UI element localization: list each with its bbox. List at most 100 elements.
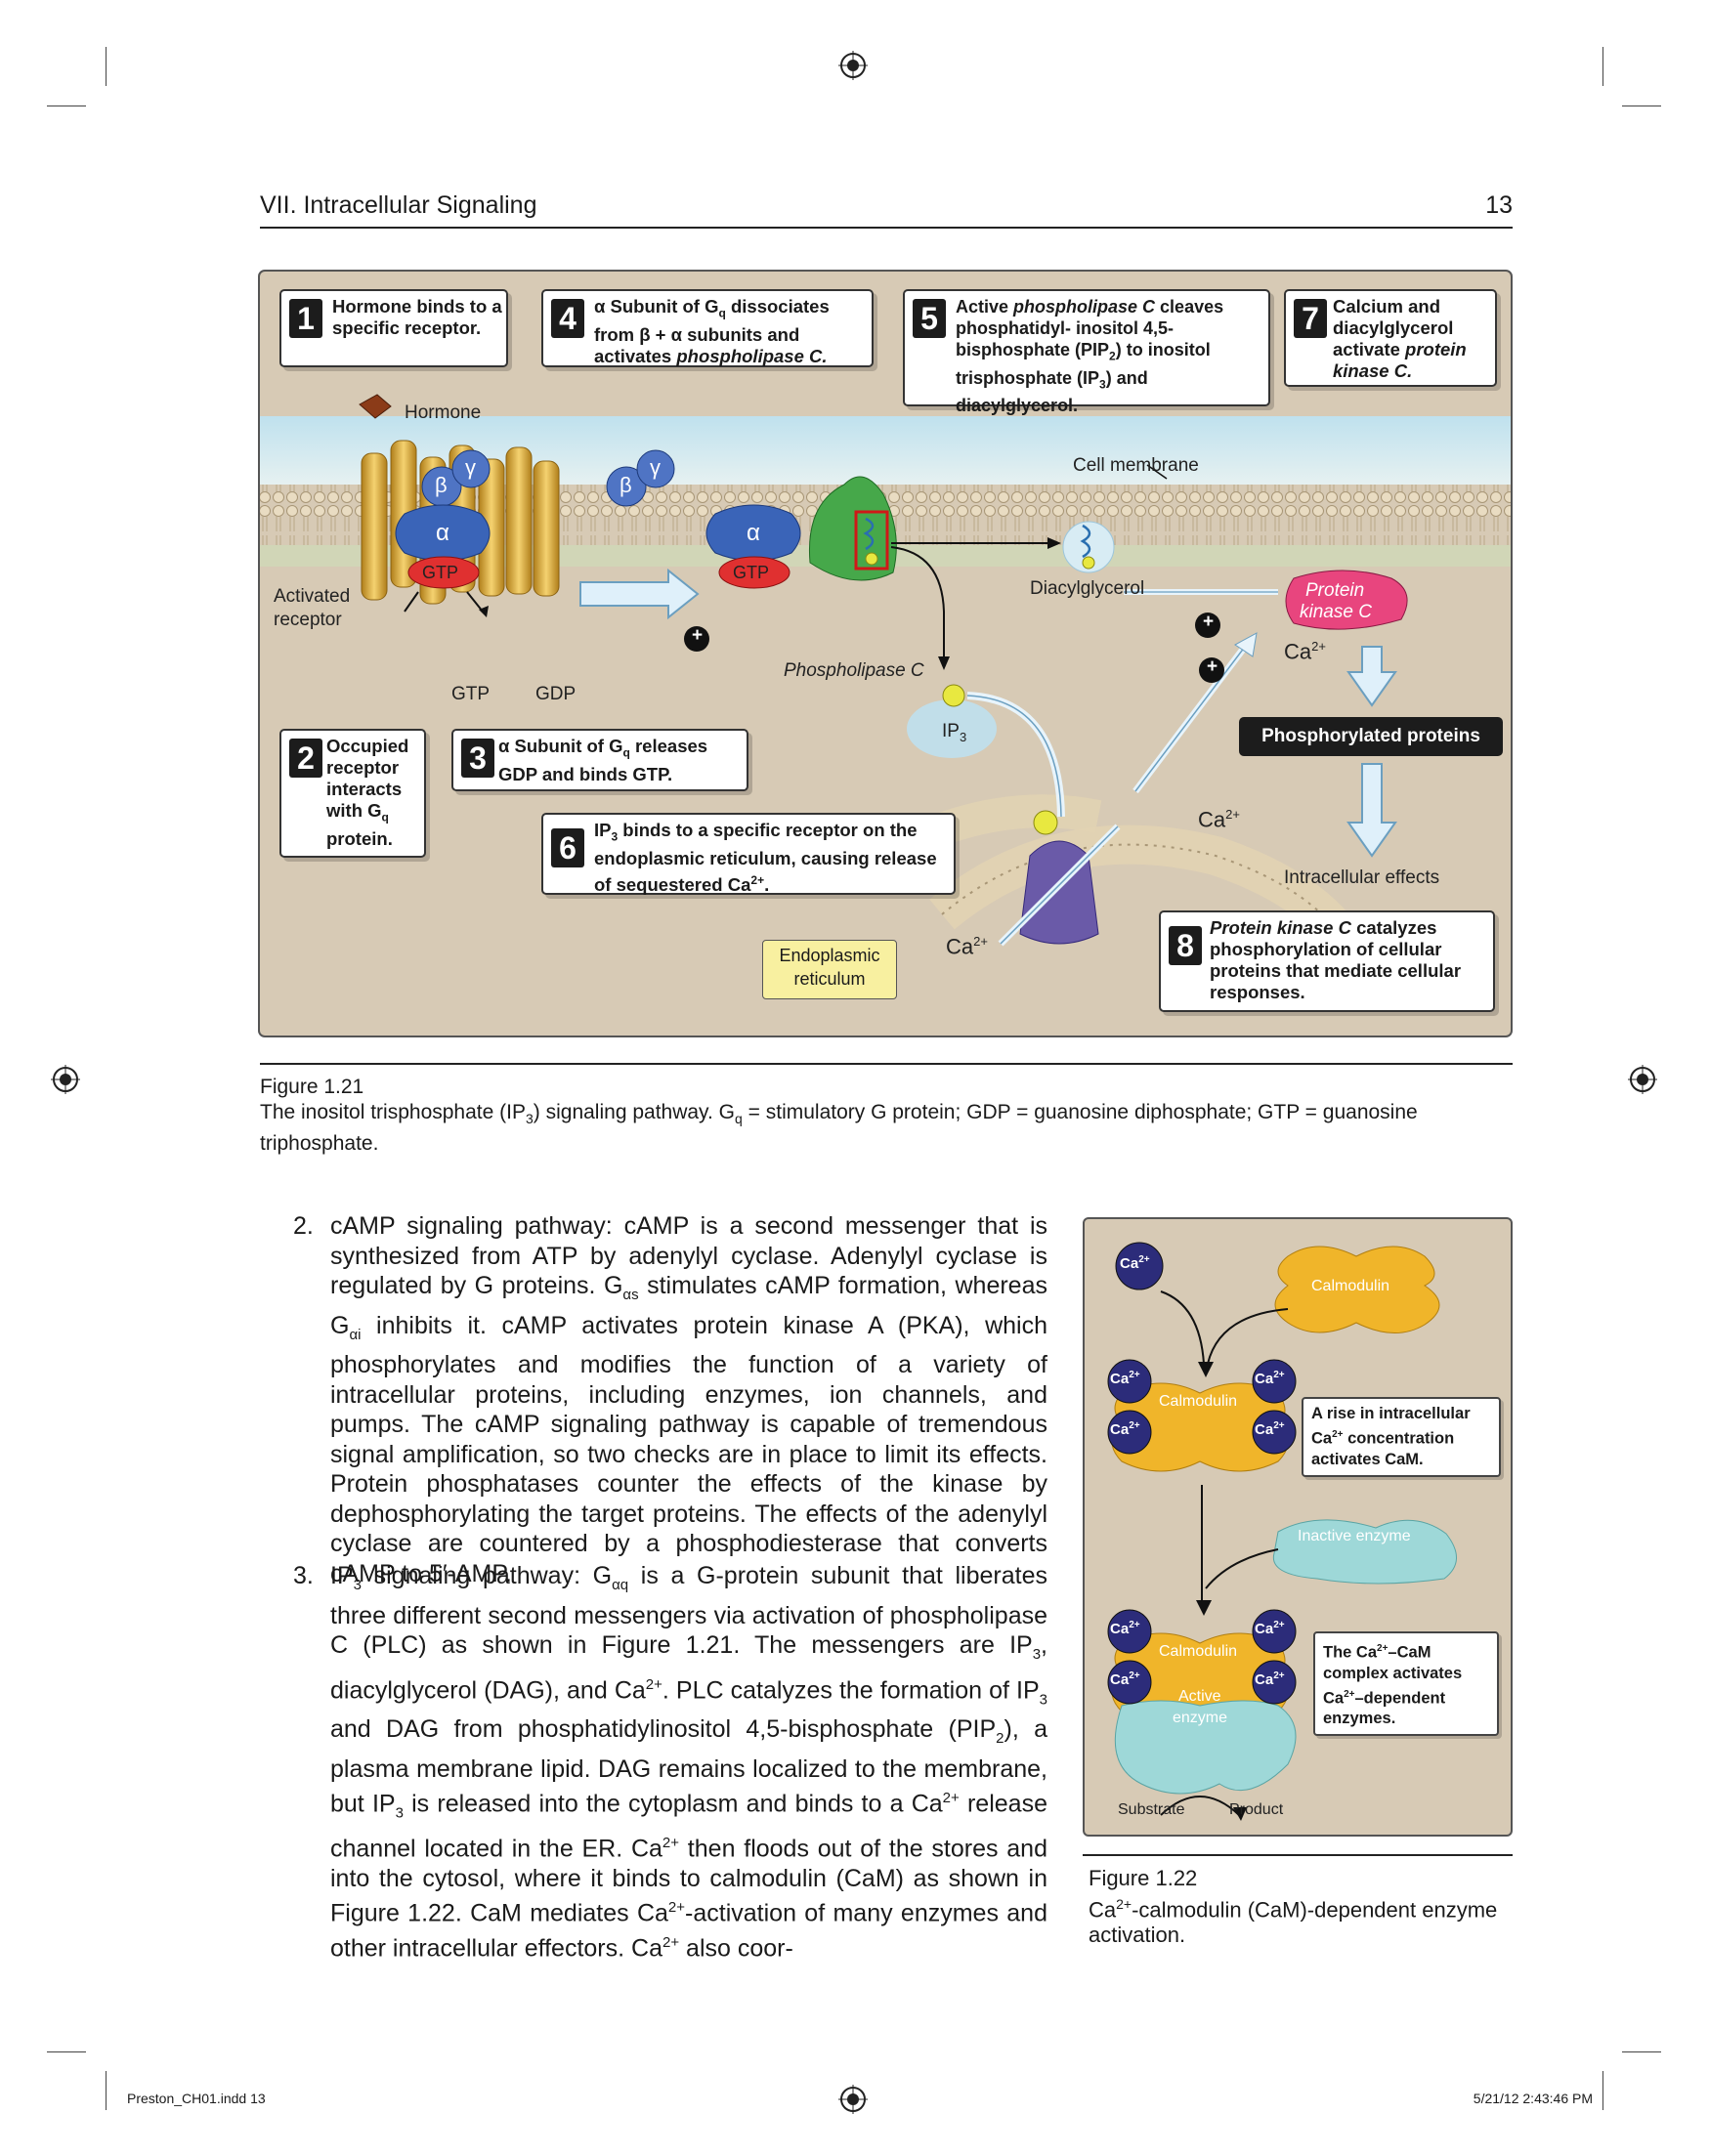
step-number: 2 <box>289 739 322 778</box>
activated-receptor-label: Activated <box>274 586 351 607</box>
calcium-label: Ca2+ <box>946 934 988 959</box>
step-number: 3 <box>461 739 494 778</box>
gamma-label: γ <box>465 455 476 480</box>
figure-1-21: Hormone Cell membrane Activated receptor… <box>258 270 1513 1037</box>
callout-step-5: 5 Active phospholipase C cleaves phospha… <box>903 289 1270 415</box>
phosphorylated-proteins-box: Phosphorylated proteins <box>1239 717 1503 756</box>
calcium-ion-icon <box>1107 1609 1152 1654</box>
step-number: 5 <box>913 299 946 338</box>
beta-subunit-icon <box>606 466 647 507</box>
step-number: 8 <box>1169 926 1202 965</box>
calmodulin-diagram <box>1083 1217 1513 1837</box>
callout-step-2: 2 Occupied receptor interacts with Gq pr… <box>279 729 426 858</box>
crop-mark <box>106 47 107 86</box>
calcium-ion-label: Ca2+ <box>1255 1420 1285 1438</box>
callout-step-7: 7 Calcium and diacylglycerol activate pr… <box>1284 289 1497 387</box>
callout-step-6: 6 IP3 binds to a specific receptor on th… <box>541 813 956 895</box>
gamma-label: γ <box>650 455 661 480</box>
calcium-ion-label: Ca2+ <box>1110 1670 1140 1688</box>
plus-label: + <box>1207 656 1218 677</box>
calcium-ion-icon <box>1107 1660 1152 1705</box>
pip2-highlight-box <box>854 510 889 571</box>
gamma-subunit-icon <box>636 449 675 488</box>
registration-mark-icon <box>838 2085 868 2114</box>
ip3-label: IP3 <box>942 721 967 744</box>
calcium-ion-icon <box>1252 1660 1297 1705</box>
figure-rule <box>1083 1854 1513 1856</box>
registration-mark-icon <box>51 1065 80 1094</box>
calmodulin-label: Calmodulin <box>1311 1278 1390 1294</box>
footer-timestamp: 5/21/12 2:43:46 PM <box>1473 2091 1593 2106</box>
figure-1-22-label: Figure 1.22 <box>1089 1866 1198 1890</box>
cell-membrane-label: Cell membrane <box>1073 455 1199 476</box>
calcium-ion-label: Ca2+ <box>1255 1670 1285 1688</box>
plus-icon <box>1195 613 1220 638</box>
gamma-subunit-icon <box>451 449 491 488</box>
crop-mark <box>1602 47 1603 86</box>
plus-label: + <box>1203 612 1215 632</box>
crop-mark <box>1602 2071 1603 2110</box>
beta-label: β <box>435 473 448 497</box>
product-label: Product <box>1229 1801 1284 1818</box>
reaction-arrow-icon <box>1160 1796 1240 1816</box>
list-item: 3. IP3 signaling pathway: Gαq is a G-pro… <box>293 1562 1048 1963</box>
intracellular-effects-label: Intracellular effects <box>1284 867 1440 888</box>
step-number: 6 <box>551 828 584 867</box>
inactive-enzyme-label: Inactive enzyme <box>1298 1528 1411 1544</box>
down-arrow-icon <box>1346 646 1397 707</box>
ip3-icon <box>942 684 965 707</box>
diacylglycerol-label: Diacylglycerol <box>1030 578 1145 599</box>
page-number: 13 <box>1485 191 1513 219</box>
inactive-enzyme-icon <box>1272 1519 1457 1585</box>
gtp-icon <box>407 556 480 589</box>
beta-label: β <box>620 473 632 497</box>
running-header: VII. Intracellular Signaling <box>260 191 537 219</box>
calcium-ion-label: Ca2+ <box>1255 1370 1285 1387</box>
alpha-subunit-icon <box>395 504 491 562</box>
calcium-ion-label: Ca2+ <box>1255 1620 1285 1637</box>
step-number: 7 <box>1294 299 1327 338</box>
calcium-ion-icon <box>1252 1359 1297 1404</box>
calmodulin-label: Calmodulin <box>1159 1643 1238 1660</box>
figure-1-21-label: Figure 1.21 <box>260 1076 364 1098</box>
alpha-label: α <box>747 520 760 546</box>
protein-kinase-c-label: Protein <box>1305 580 1365 601</box>
calcium-label: Ca2+ <box>1198 807 1240 832</box>
gtp-label: GTP <box>733 563 770 582</box>
protein-kinase-c-label: kinase C <box>1300 602 1372 622</box>
calmodulin-label: Calmodulin <box>1159 1393 1238 1410</box>
hormone-label: Hormone <box>405 402 482 423</box>
calcium-ion-label: Ca2+ <box>1110 1420 1140 1438</box>
alpha-label: α <box>436 520 449 546</box>
callout-step-1: 1 Hormone binds to a specific receptor. <box>279 289 508 367</box>
activated-receptor-label: receptor <box>274 610 342 630</box>
list-item: 2. cAMP signaling pathway: cAMP is a sec… <box>293 1212 1047 1587</box>
active-enzyme-label: Active <box>1178 1688 1221 1705</box>
alpha-subunit-icon <box>705 504 801 562</box>
calcium-ion-icon <box>1252 1609 1297 1654</box>
crop-mark <box>106 2071 107 2110</box>
substrate-label: Substrate <box>1118 1801 1185 1818</box>
active-enzyme-icon <box>1114 1700 1297 1795</box>
list-item-text: cAMP signaling pathway: cAMP is a second… <box>330 1212 1047 1587</box>
crop-mark <box>47 2051 86 2052</box>
calcium-label: Ca2+ <box>1284 639 1326 664</box>
gtp-icon <box>718 556 790 589</box>
step-number: 4 <box>551 299 584 338</box>
list-item-text: IP3 signaling pathway: Gαq is a G-protei… <box>330 1562 1048 1963</box>
calcium-ion-icon <box>1252 1410 1297 1455</box>
calcium-ion-label: Ca2+ <box>1120 1254 1150 1272</box>
figure-rule <box>260 1063 1513 1065</box>
down-arrow-icon <box>1346 763 1397 858</box>
translocation-arrow-icon <box>579 568 700 620</box>
protein-kinase-c-icon <box>1285 570 1408 630</box>
callout-step-3: 3 α Subunit of Gq releases GDP and binds… <box>451 729 748 791</box>
figure-1-22-caption: Ca2+-calmodulin (CaM)-dependent enzyme a… <box>1089 1896 1498 1948</box>
gtp-label: GTP <box>451 684 491 704</box>
active-enzyme-label: enzyme <box>1173 1710 1228 1726</box>
hormone-icon <box>359 394 392 419</box>
calcium-ion-icon <box>1107 1410 1152 1455</box>
callout-step-4: 4 α Subunit of Gq dissociates from β + α… <box>541 289 874 367</box>
gdp-label: GDP <box>535 684 577 704</box>
